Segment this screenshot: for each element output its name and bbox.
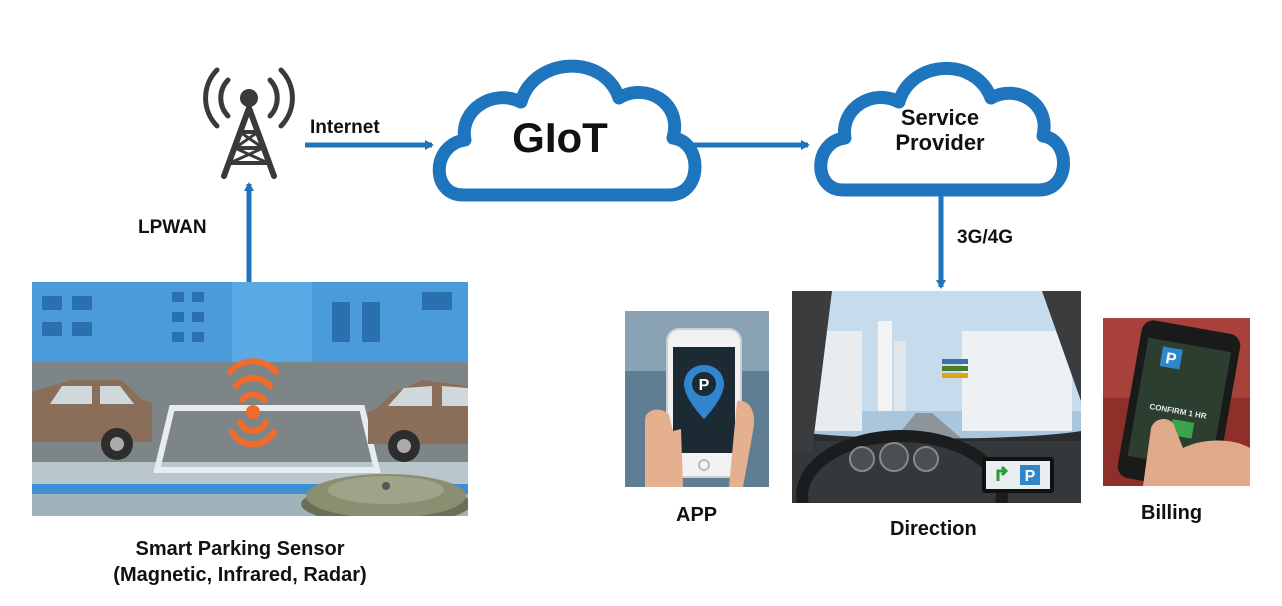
app-label: APP [676,504,718,526]
cell-tower-icon [203,67,295,179]
giot-cloud-label: GIoT [512,114,608,161]
billing-phone-photo: P CONFIRM 1 HR [1103,318,1250,486]
app-phone-photo: P [625,311,769,487]
service-provider-label: Service Provider [840,105,1040,156]
lpwan-label: LPWAN [138,217,207,238]
billing-label: Billing [1141,502,1203,524]
signal-waves-icon [227,358,279,448]
sensor-caption-line2: (Magnetic, Infrared, Radar) [113,564,367,586]
direction-label: Direction [890,518,977,540]
service-provider-line2: Provider [895,130,985,156]
internet-label: Internet [310,117,380,138]
direction-dashboard-photo: P [792,291,1081,503]
sensor-caption: Smart Parking Sensor (Magnetic, Infrared… [40,536,440,588]
billing-parking-glyph: P [1164,350,1178,369]
cloud-icon [432,59,702,202]
service-provider-line1: Service [900,105,980,130]
mobile-network-label: 3G/4G [957,227,1013,248]
nav-parking-glyph: P [1025,468,1036,485]
cloud-icon [814,61,1070,197]
app-parking-glyph: P [699,377,710,394]
sensor-caption-line1: Smart Parking Sensor [135,538,345,560]
parking-street-illustration [32,282,468,516]
